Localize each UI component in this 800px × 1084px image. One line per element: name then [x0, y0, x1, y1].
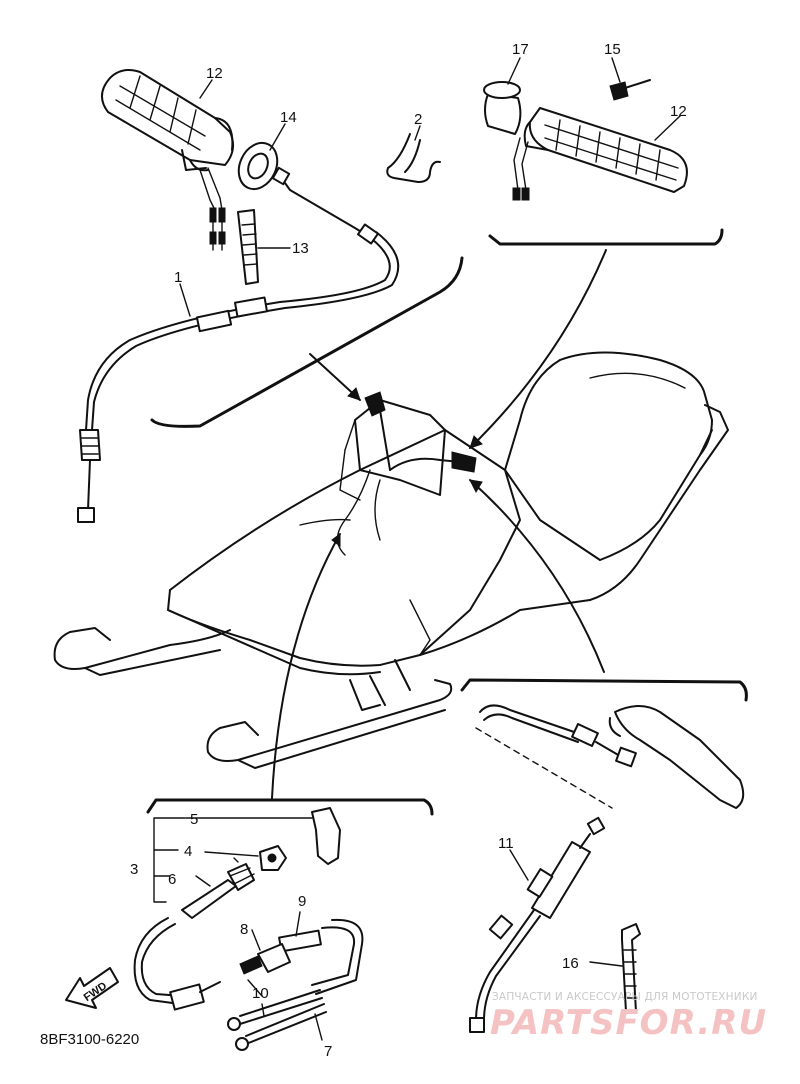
diagram-code: 8BF3100-6220 [40, 1031, 139, 1048]
callout-2: 2 [414, 111, 422, 128]
callout-1: 1 [174, 269, 182, 286]
inset-brake-lever [460, 678, 748, 809]
callout-17: 17 [512, 41, 529, 58]
callout-12-right: 12 [670, 103, 687, 120]
callout-11: 11 [498, 835, 514, 852]
watermark-brand: PARTSFOR.RU [490, 1003, 767, 1043]
callout-9: 9 [298, 893, 306, 910]
inset-left-handlebar [77, 69, 464, 523]
inset-brake-cable [469, 816, 641, 1033]
inset-right-handlebar [483, 57, 724, 246]
watermark: ЗАПЧАСТИ И АКСЕССУАРЫ ДЛЯ МОТОТЕХНИКИ PA… [490, 991, 767, 1043]
callout-8: 8 [240, 921, 248, 938]
callout-10: 10 [252, 985, 269, 1002]
callout-15: 15 [604, 41, 621, 58]
callout-16: 16 [562, 955, 579, 972]
callout-4: 4 [184, 843, 192, 860]
callout-12-left: 12 [206, 65, 223, 82]
callout-14: 14 [280, 109, 297, 126]
fwd-arrow: FWD [65, 967, 119, 1009]
callout-5: 5 [190, 811, 198, 828]
watermark-top-text: ЗАПЧАСТИ И АКСЕССУАРЫ ДЛЯ МОТОТЕХНИКИ [492, 991, 758, 1003]
inset-choke-parts [133, 798, 434, 1051]
callout-7: 7 [324, 1043, 332, 1060]
callout-3: 3 [130, 861, 138, 878]
snowmobile-body [53, 351, 729, 769]
pointer-arrows [271, 249, 607, 799]
callouts: 12 14 2 13 1 17 15 12 5 4 3 6 9 8 10 7 1… [130, 41, 687, 1060]
callout-6: 6 [168, 871, 176, 888]
callout-13: 13 [292, 240, 309, 257]
